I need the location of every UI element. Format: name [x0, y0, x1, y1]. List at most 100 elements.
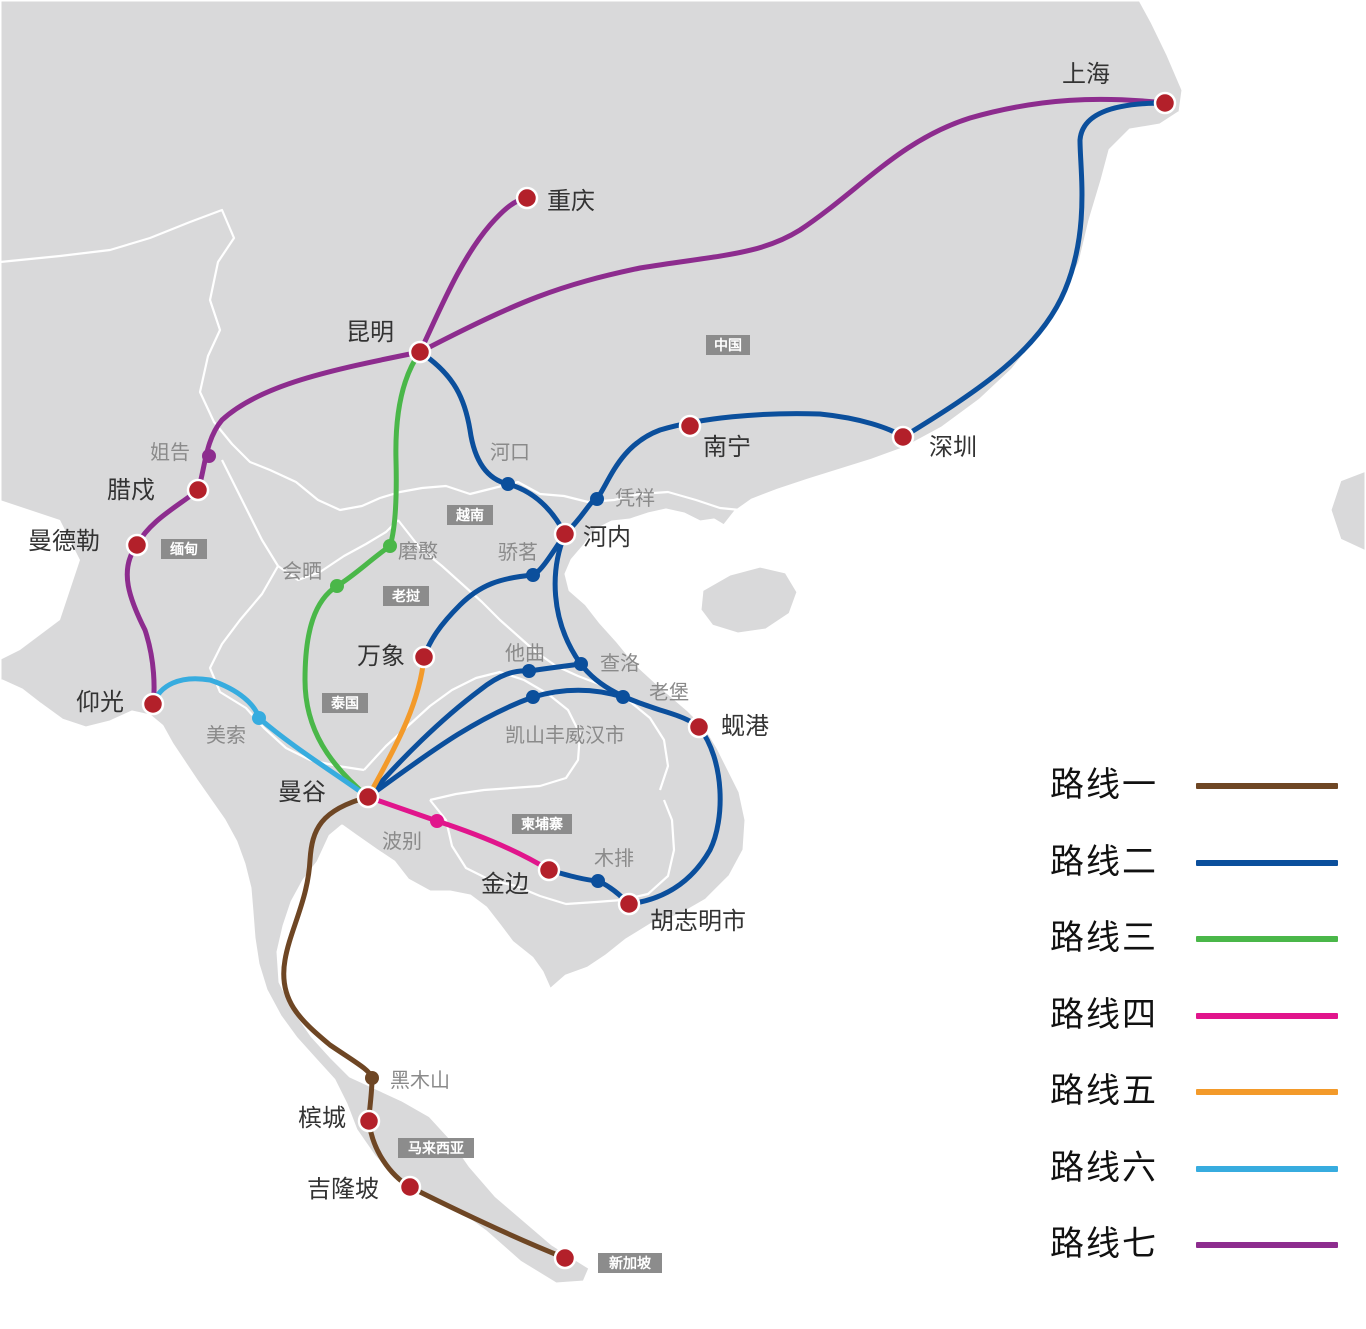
stop-label-poipet: 波别	[382, 829, 422, 853]
stop-label-padangbesar: 黑木山	[390, 1068, 450, 1092]
country-label-laos: 老挝	[392, 588, 421, 605]
legend-item-route-6: 路线六	[1050, 1145, 1350, 1222]
city-marker-phnompenh	[537, 858, 561, 882]
city-marker-nanning	[678, 414, 702, 438]
city-marker-shanghai	[1153, 91, 1177, 115]
legend-item-route-4: 路线四	[1050, 992, 1350, 1069]
city-label-penang: 槟城	[298, 1104, 346, 1132]
route-2-kunming-hanoi	[417, 349, 568, 537]
country-label-malaysia: 马来西亚	[408, 1141, 464, 1157]
legend-item-route-5: 路线五	[1050, 1068, 1350, 1145]
city-markers	[125, 91, 1177, 1270]
legend-item-route-7: 路线七	[1050, 1221, 1350, 1298]
stop-label-bavet: 木排	[594, 846, 634, 870]
city-marker-bangkok	[356, 785, 380, 809]
border-thai-malay	[331, 1057, 433, 1086]
country-label-singapore: 新加坡	[609, 1255, 652, 1272]
legend-label: 路线一	[1050, 765, 1158, 805]
stop-label-savannakhet: 凯山丰威汉市	[505, 723, 625, 747]
city-marker-hanoi	[553, 522, 577, 546]
city-label-danang: 蚬港	[721, 712, 769, 740]
city-label-nanning: 南宁	[703, 433, 751, 461]
routes	[124, 96, 1168, 1261]
stop-label-huaysai: 会晒	[282, 559, 322, 583]
city-marker-lashio	[186, 478, 210, 502]
legend-swatch	[1196, 1242, 1338, 1248]
city-marker-yangon	[141, 692, 165, 716]
stop-labels: 河口 凭祥 姐告 磨憨 会晒 骄茗 他曲 查洛 老堡 凯山丰威汉市 美索 波别 …	[150, 440, 689, 1092]
city-label-vientiane: 万象	[357, 642, 405, 670]
legend-swatch	[1196, 1012, 1338, 1019]
city-marker-singapore	[553, 1246, 577, 1270]
stop-label-jiegao: 姐告	[150, 440, 190, 464]
city-marker-shenzhen	[891, 425, 915, 449]
city-label-hanoi: 河内	[583, 523, 631, 551]
route-2-bangkok-laobao	[365, 687, 626, 800]
stop-dot-jiegao	[202, 449, 216, 463]
route-2-danang-hcm	[626, 724, 723, 907]
city-label-chongqing: 重庆	[547, 187, 595, 215]
city-label-mandalay: 曼德勒	[28, 527, 100, 555]
legend-label: 路线四	[1050, 994, 1158, 1035]
city-marker-kualalumpur	[398, 1175, 422, 1199]
stop-dot-vinh	[526, 568, 540, 582]
city-marker-danang	[687, 715, 711, 739]
route-5-vientiane-bangkok	[365, 654, 427, 800]
city-marker-vientiane	[412, 645, 436, 669]
stop-dot-poipet	[430, 814, 444, 828]
stop-dot-thakhek	[522, 664, 536, 678]
border-laos-thai	[363, 670, 582, 802]
stop-label-thakhek: 他曲	[505, 641, 545, 665]
stop-dot-chaluo	[574, 657, 588, 671]
stop-label-chaluo: 查洛	[600, 651, 640, 675]
legend-swatch	[1196, 1165, 1338, 1172]
land	[0, 0, 1366, 1286]
route-7-kunming-shanghai	[417, 96, 1168, 355]
stop-label-vinh: 骄茗	[498, 540, 538, 564]
country-label-cambodia: 柬埔寨	[521, 816, 564, 833]
route-2-shenzhen-shanghai	[900, 100, 1168, 440]
city-label-shenzhen: 深圳	[929, 433, 977, 461]
city-label-kunming: 昆明	[346, 318, 394, 346]
legend-swatch	[1196, 783, 1338, 789]
stop-dots	[202, 449, 630, 1085]
mainland-landmass	[0, 0, 1185, 1286]
legend-label: 路线五	[1050, 1071, 1158, 1111]
legend-swatch	[1196, 936, 1338, 942]
route-7-kunming-chongqing	[417, 195, 530, 355]
city-label-yangon: 仰光	[76, 688, 124, 716]
route-7-kunming-yangon	[124, 349, 423, 707]
stop-dot-pingxiang	[590, 492, 604, 506]
route-2-hanoi-danang	[552, 531, 702, 730]
city-marker-mandalay	[125, 533, 149, 557]
route-2-hanoi-vinh-vientiane	[421, 531, 568, 660]
stop-dot-laobao	[616, 690, 630, 704]
stop-dot-hekou	[501, 477, 515, 491]
city-marker-chongqing	[515, 186, 539, 210]
legend-swatch	[1196, 1089, 1338, 1095]
city-label-phnompenh: 金边	[481, 870, 529, 898]
stop-label-laobao: 老堡	[649, 680, 689, 704]
taiwan-fragment	[1328, 468, 1366, 554]
legend-label: 路线七	[1050, 1224, 1158, 1264]
legend-item-route-3: 路线三	[1050, 915, 1350, 992]
stop-dot-bavet	[591, 874, 605, 888]
border-laos-east	[397, 519, 670, 791]
legend-label: 路线三	[1050, 918, 1158, 958]
route-2-bangkok-thakhek	[365, 661, 584, 800]
route-6-yangon-bangkok	[150, 676, 371, 800]
stop-label-pingxiang: 凭祥	[615, 486, 655, 510]
hainan-island	[698, 564, 800, 636]
route-3-kunming-bangkok	[302, 349, 423, 800]
stop-dot-mohan	[383, 539, 397, 553]
border-myanmar-east	[221, 459, 399, 582]
border-cambodia	[429, 799, 676, 906]
stop-label-hekou: 河口	[490, 440, 530, 464]
city-label-kualalumpur: 吉隆坡	[307, 1175, 379, 1203]
city-label-hochiminh: 胡志明市	[650, 907, 746, 935]
country-label-vietnam: 越南	[455, 507, 484, 524]
stop-dot-huaysai	[330, 579, 344, 593]
city-labels: 上海 重庆 昆明 南宁 深圳 河内 腊戍 曼德勒 仰光 万象 蚬港 曼谷 金边 …	[28, 60, 1110, 1203]
city-label-bangkok: 曼谷	[278, 778, 326, 806]
